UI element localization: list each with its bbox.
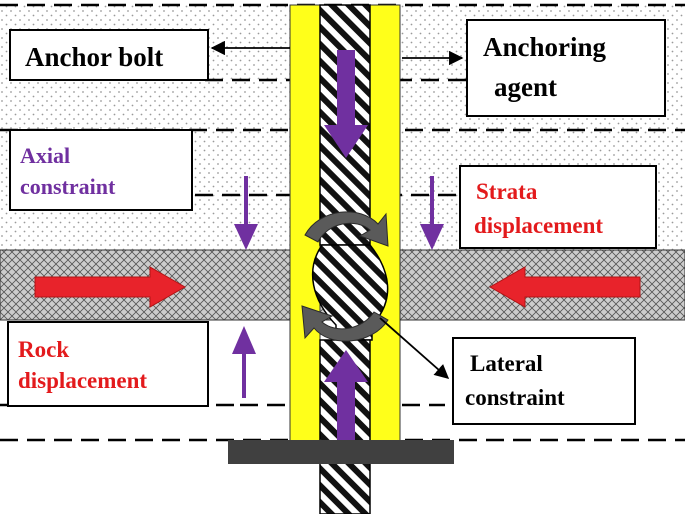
axial-constraint-arrows bbox=[232, 176, 444, 398]
strata-displacement-label-box bbox=[459, 165, 657, 249]
axial-constraint-label-box bbox=[9, 129, 193, 211]
rock-displacement-arrow-right bbox=[34, 266, 187, 308]
anchoring-agent-label-1: Anchoring bbox=[483, 32, 607, 62]
bearing-plate bbox=[228, 440, 454, 464]
axial-arrow-up-in-bolt bbox=[324, 350, 368, 440]
anchoring-agent-label-2: agent bbox=[494, 72, 557, 102]
lateral-constraint-label-2: constraint bbox=[465, 385, 565, 410]
rock-displacement-label-box bbox=[7, 321, 209, 407]
axial-arrow-down-in-bolt bbox=[324, 50, 368, 158]
lateral-constraint-label-box bbox=[452, 337, 636, 425]
anchoring-agent-label-box bbox=[466, 19, 666, 117]
lateral-constraint-pointer bbox=[379, 317, 450, 379]
lateral-constraint-label-1: Lateral bbox=[470, 351, 543, 376]
lateral-constraint-arrow-bottom bbox=[301, 305, 389, 342]
axial-constraint-label-2: constraint bbox=[20, 174, 116, 199]
axial-constraint-label-1: Axial bbox=[20, 143, 70, 168]
lateral-constraint-arrow-top bbox=[304, 211, 389, 247]
rock-displacement-label-2: displacement bbox=[18, 368, 147, 393]
anchor-bolt-label-box bbox=[9, 29, 209, 81]
anchor-bolt-label: Anchor bolt bbox=[25, 42, 163, 72]
strata-displacement-label-1: Strata bbox=[476, 179, 538, 204]
strata-displacement-arrow-left bbox=[488, 266, 641, 308]
strata-displacement-label-2: displacement bbox=[474, 213, 603, 238]
rock-displacement-label-1: Rock bbox=[18, 337, 69, 362]
